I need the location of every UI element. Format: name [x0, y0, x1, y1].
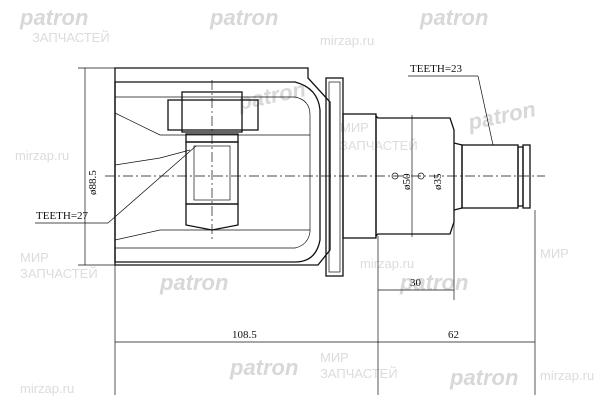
teeth-inner-label: TEETH=27: [36, 210, 89, 222]
watermark-site: mirzap.ru: [360, 256, 414, 271]
watermark-text: МИР: [20, 250, 49, 265]
watermark-text: ЗАПЧАСТЕЙ: [20, 266, 98, 281]
tripod: [167, 80, 259, 240]
watermark-text: МИР: [320, 350, 349, 365]
watermark-site: mirzap.ru: [20, 381, 74, 396]
watermark-site: mirzap.ru: [15, 148, 69, 163]
watermark-brand: patron: [449, 365, 518, 390]
watermark-brand: patron: [209, 5, 278, 30]
watermark-brand: patron: [465, 96, 538, 135]
watermark-site: mirzap.ru: [540, 368, 594, 383]
watermark-brand: patron: [229, 355, 298, 380]
watermark-site: mirzap.ru: [320, 33, 374, 48]
watermark-brand: patron: [19, 5, 88, 30]
watermark-text: МИР: [540, 246, 569, 261]
watermark-brand: patron: [419, 5, 488, 30]
watermark-brand: patron: [399, 270, 468, 295]
dim-housing-diameter: ø88.5: [87, 170, 99, 195]
dim-shaft-diameter: ø50: [401, 173, 413, 190]
watermark-text: ЗАПЧАСТЕЙ: [32, 30, 110, 45]
dimensions: ø88.5 ø50 ø35 30 108.5 62 TEETH=23 TEETH…: [35, 63, 536, 395]
dim-spline-diameter: ø35: [432, 173, 444, 190]
teeth-outer-label: TEETH=23: [410, 63, 463, 75]
dim-shaft-length: 30: [410, 277, 422, 289]
watermarks: patron ЗАПЧАСТЕЙ patron patron mirzap.ru…: [15, 5, 594, 396]
watermark-text: ЗАПЧАСТЕЙ: [320, 366, 398, 381]
watermark-text: МИР: [340, 120, 369, 135]
housing: [114, 67, 331, 266]
watermark-text: ЗАПЧАСТЕЙ: [340, 138, 418, 153]
watermark-brand: patron: [159, 270, 228, 295]
dim-housing-length: 108.5: [232, 329, 257, 341]
dim-stem-length: 62: [448, 329, 459, 341]
